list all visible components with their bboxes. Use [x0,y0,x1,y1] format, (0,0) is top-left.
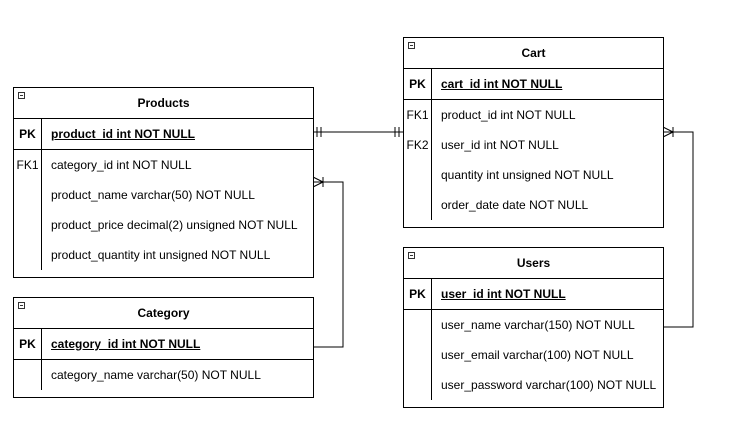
entity-users-header[interactable]: Users [404,248,663,279]
products-column-row[interactable]: product_quantity int unsigned NOT NULL [14,240,313,270]
key-label [404,160,432,190]
entity-products-title: Products [137,96,190,110]
column-definition: user_name varchar(150) NOT NULL [441,318,635,332]
key-label: FK2 [404,130,432,160]
category-primary-key-row[interactable]: PK category_id int NOT NULL [14,329,313,360]
key-label [14,240,42,270]
column-definition: user_email varchar(100) NOT NULL [441,348,634,362]
column-definition: user_password varchar(100) NOT NULL [441,378,657,392]
entity-cart[interactable]: Cart PK cart_id int NOT NULL FK1 product… [403,37,664,228]
collapse-icon[interactable] [408,252,415,259]
entity-cart-title: Cart [521,46,546,60]
category-column-row[interactable]: category_name varchar(50) NOT NULL [14,360,313,390]
users-column-row[interactable]: user_password varchar(100) NOT NULL [404,370,663,400]
products-column-row[interactable]: product_name varchar(50) NOT NULL [14,180,313,210]
entity-products-header[interactable]: Products [14,88,313,119]
column-definition: user_id int NOT NULL [441,138,559,152]
column-definition: category_id int NOT NULL [51,158,192,172]
collapse-icon[interactable] [18,92,25,99]
entity-cart-header[interactable]: Cart [404,38,663,69]
products-end-crow-foot-upper [312,176,324,183]
key-label [14,360,42,390]
column-definition: product_name varchar(50) NOT NULL [51,188,255,202]
column-definition: quantity int unsigned NOT NULL [441,168,614,182]
column-definition: product_quantity int unsigned NOT NULL [51,248,271,262]
cart-column-row[interactable]: FK1 product_id int NOT NULL [404,100,663,130]
key-label [404,340,432,370]
key-label [14,180,42,210]
key-label: PK [14,119,42,149]
entity-users[interactable]: Users PK user_id int NOT NULL user_name … [403,247,664,408]
key-label [14,210,42,240]
cart-column-row[interactable]: quantity int unsigned NOT NULL [404,160,663,190]
key-label: PK [14,329,42,359]
users-primary-key-row[interactable]: PK user_id int NOT NULL [404,279,663,310]
entity-users-title: Users [516,256,551,270]
products-primary-key-row[interactable]: PK product_id int NOT NULL [14,119,313,150]
entity-products[interactable]: Products PK product_id int NOT NULL FK1 … [13,87,314,278]
rel-category-products-line [313,181,344,348]
column-definition: user_id int NOT NULL [441,287,566,301]
key-label: FK1 [404,100,432,130]
column-definition: order_date date NOT NULL [441,198,589,212]
rel-products-cart [313,127,403,137]
users-column-row[interactable]: user_name varchar(150) NOT NULL [404,310,663,340]
cart-column-row[interactable]: order_date date NOT NULL [404,190,663,220]
products-column-row[interactable]: FK1 category_id int NOT NULL [14,150,313,180]
key-label: PK [404,279,432,309]
rel-users-cart [662,126,694,328]
rel-category-products [312,176,344,348]
cart-end-crow-foot-upper [662,126,674,133]
entity-category[interactable]: Category PK category_id int NOT NULL cat… [13,297,314,398]
key-label: FK1 [14,150,42,180]
key-label [404,310,432,340]
column-definition: product_id int NOT NULL [441,108,576,122]
column-definition: category_name varchar(50) NOT NULL [51,368,261,382]
cart-end-crow-foot-lower [662,131,674,138]
column-definition: product_id int NOT NULL [51,127,195,141]
cart-primary-key-row[interactable]: PK cart_id int NOT NULL [404,69,663,100]
key-label: PK [404,69,432,99]
products-column-row[interactable]: product_price decimal(2) unsigned NOT NU… [14,210,313,240]
products-end-crow-foot-lower [312,181,324,188]
column-definition: cart_id int NOT NULL [441,77,563,91]
entity-category-title: Category [137,306,190,320]
cart-column-row[interactable]: FK2 user_id int NOT NULL [404,130,663,160]
column-definition: product_price decimal(2) unsigned NOT NU… [51,218,298,232]
collapse-icon[interactable] [18,302,25,309]
key-label [404,190,432,220]
rel-users-cart-line [663,131,694,328]
collapse-icon[interactable] [408,42,415,49]
key-label [404,370,432,400]
users-column-row[interactable]: user_email varchar(100) NOT NULL [404,340,663,370]
entity-category-header[interactable]: Category [14,298,313,329]
column-definition: category_id int NOT NULL [51,337,201,351]
